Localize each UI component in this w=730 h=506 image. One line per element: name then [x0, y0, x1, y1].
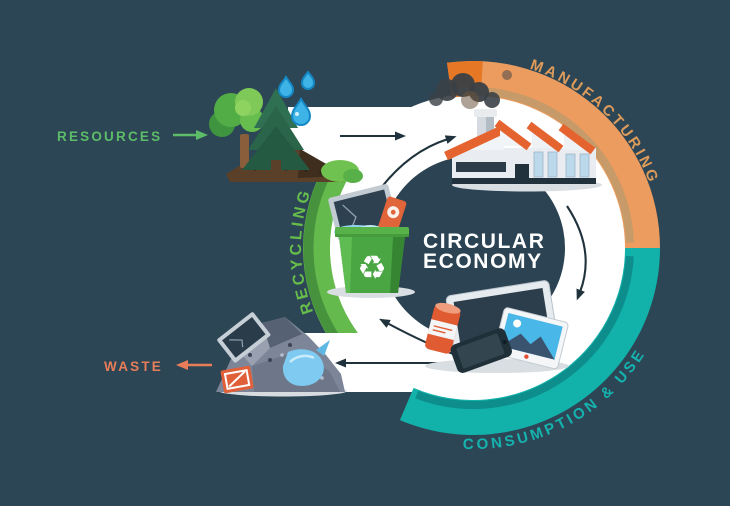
resources-label: RESOURCES: [57, 129, 162, 144]
recycle-bin-icon: ♻: [327, 184, 415, 298]
tablet-icon: [493, 307, 569, 370]
bush-icon: [321, 160, 363, 183]
input-band: [288, 107, 473, 168]
title-line-2: ECONOMY: [423, 250, 543, 273]
resources-endpoint: RESOURCES: [57, 129, 208, 144]
broken-screen-icon: [217, 312, 271, 363]
arrow-factory-to-devices: [566, 205, 587, 301]
binned-can-icon: [377, 196, 407, 236]
recycle-symbol-icon: ♻: [357, 249, 387, 286]
devices-icon: [425, 280, 569, 373]
waste-label: WASTE: [104, 359, 163, 374]
title-line-1: CIRCULAR: [423, 230, 545, 253]
smoke-icon: [429, 70, 512, 109]
can-icon: [425, 302, 461, 354]
recycling-arc-group: [303, 168, 359, 333]
resources-illustration: [209, 70, 363, 183]
water-drops-icon: [277, 70, 316, 126]
pine-tree-icon: [242, 88, 310, 172]
warning-sign-icon: [220, 365, 254, 394]
recycling-arc-shade: [303, 168, 339, 333]
phone-icon: [450, 328, 512, 373]
waste-pile-icon: [216, 312, 347, 397]
tree-icon: [209, 88, 264, 168]
factory-icon: [444, 109, 602, 192]
consumption-arc: [399, 248, 660, 435]
consumption-arc-shade: [415, 255, 634, 410]
center-title: CIRCULAR ECONOMY: [423, 230, 545, 273]
plastic-bag-icon: [282, 340, 330, 386]
waste-endpoint: WASTE: [104, 359, 212, 374]
